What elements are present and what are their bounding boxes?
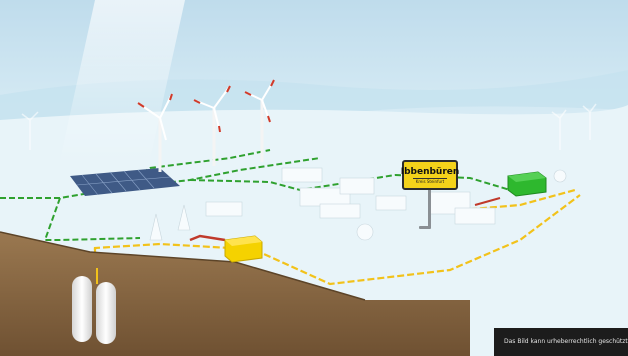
red-pipe-line-2 <box>474 197 501 206</box>
background-turbines <box>21 103 597 150</box>
soil-edge <box>0 231 366 301</box>
industrial-buildings <box>149 167 567 241</box>
town-sign-pole <box>428 190 431 228</box>
green-container-icon <box>507 171 547 197</box>
town-sign-subtitle: Kreis Steinfurt <box>412 177 448 184</box>
town-sign-foot <box>419 226 431 229</box>
wind-turbine-icon <box>193 85 231 166</box>
red-pipe-line <box>189 234 226 242</box>
storage-tank-icon <box>72 268 116 344</box>
transformer-box-icon <box>224 235 263 263</box>
solar-panel-icon <box>70 168 180 196</box>
wind-turbine-icon <box>137 93 173 172</box>
soil-cross-section <box>0 232 470 356</box>
copyright-notice: Das Bild kann urheberrechtlich geschützt… <box>494 328 628 356</box>
light-beam <box>60 0 185 160</box>
town-sign-name: Ibbenbüren <box>400 166 460 177</box>
wind-turbine-icon <box>244 79 275 162</box>
town-sign: Ibbenbüren Kreis Steinfurt <box>400 160 460 190</box>
